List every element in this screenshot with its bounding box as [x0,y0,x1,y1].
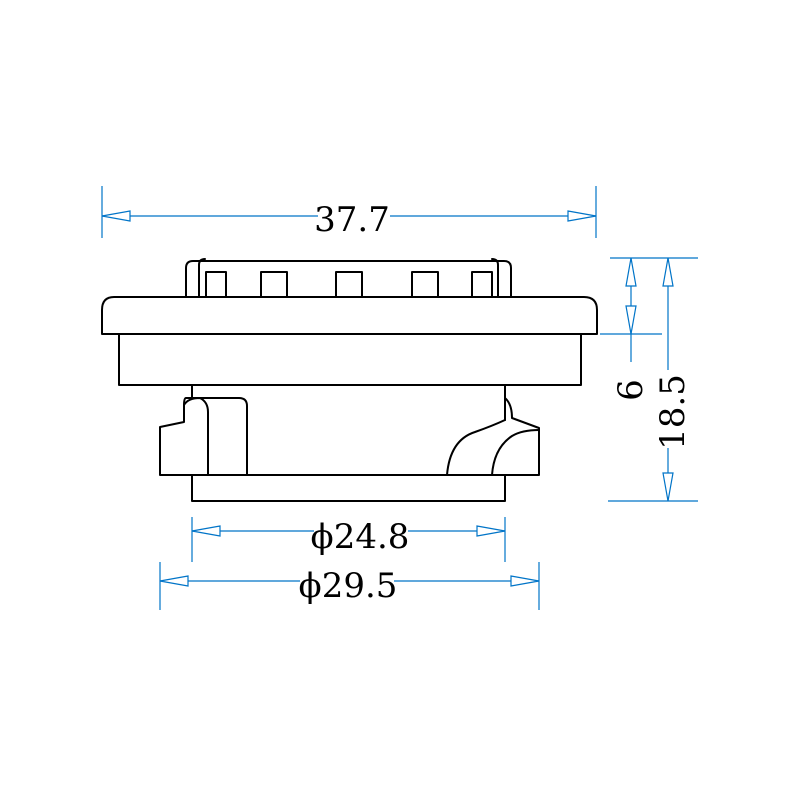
right-latch [446,397,540,476]
flange [101,296,598,335]
pin-3 [335,271,363,298]
arrow-outer-left [159,575,189,587]
bottom-base [191,474,506,502]
arrow-total-top [662,257,674,287]
arrow-inner-left [191,525,221,537]
pin-4 [411,271,439,298]
arrow-width-right [567,210,597,222]
dim-label-outer-diameter: ϕ29.5 [299,566,398,606]
pin-2 [260,271,288,298]
dim-label-flange-height: 6 [611,379,651,401]
arrow-flange-top [625,257,637,287]
body-block [118,333,582,386]
dimensions [101,186,698,610]
arrow-outer-right [510,575,540,587]
top-frame-inner [198,258,206,298]
left-latch-curve [183,397,209,476]
top-frame-outer [185,260,512,298]
left-latch [159,397,248,476]
arrow-flange-bottom [625,305,637,335]
pin-1 [205,271,227,298]
arrow-width-left [101,210,131,222]
top-frame-inner-right [491,258,499,298]
arrow-total-bottom [662,472,674,502]
arrow-inner-right [476,525,506,537]
right-latch-curve [491,429,540,476]
pin-5 [471,271,493,298]
dim-label-inner-diameter: ϕ24.8 [311,517,410,557]
part-outline [101,258,598,502]
dim-label-total-height: 18.5 [653,374,693,450]
dim-label-overall-width: 37.7 [314,200,390,240]
neck [191,384,506,399]
